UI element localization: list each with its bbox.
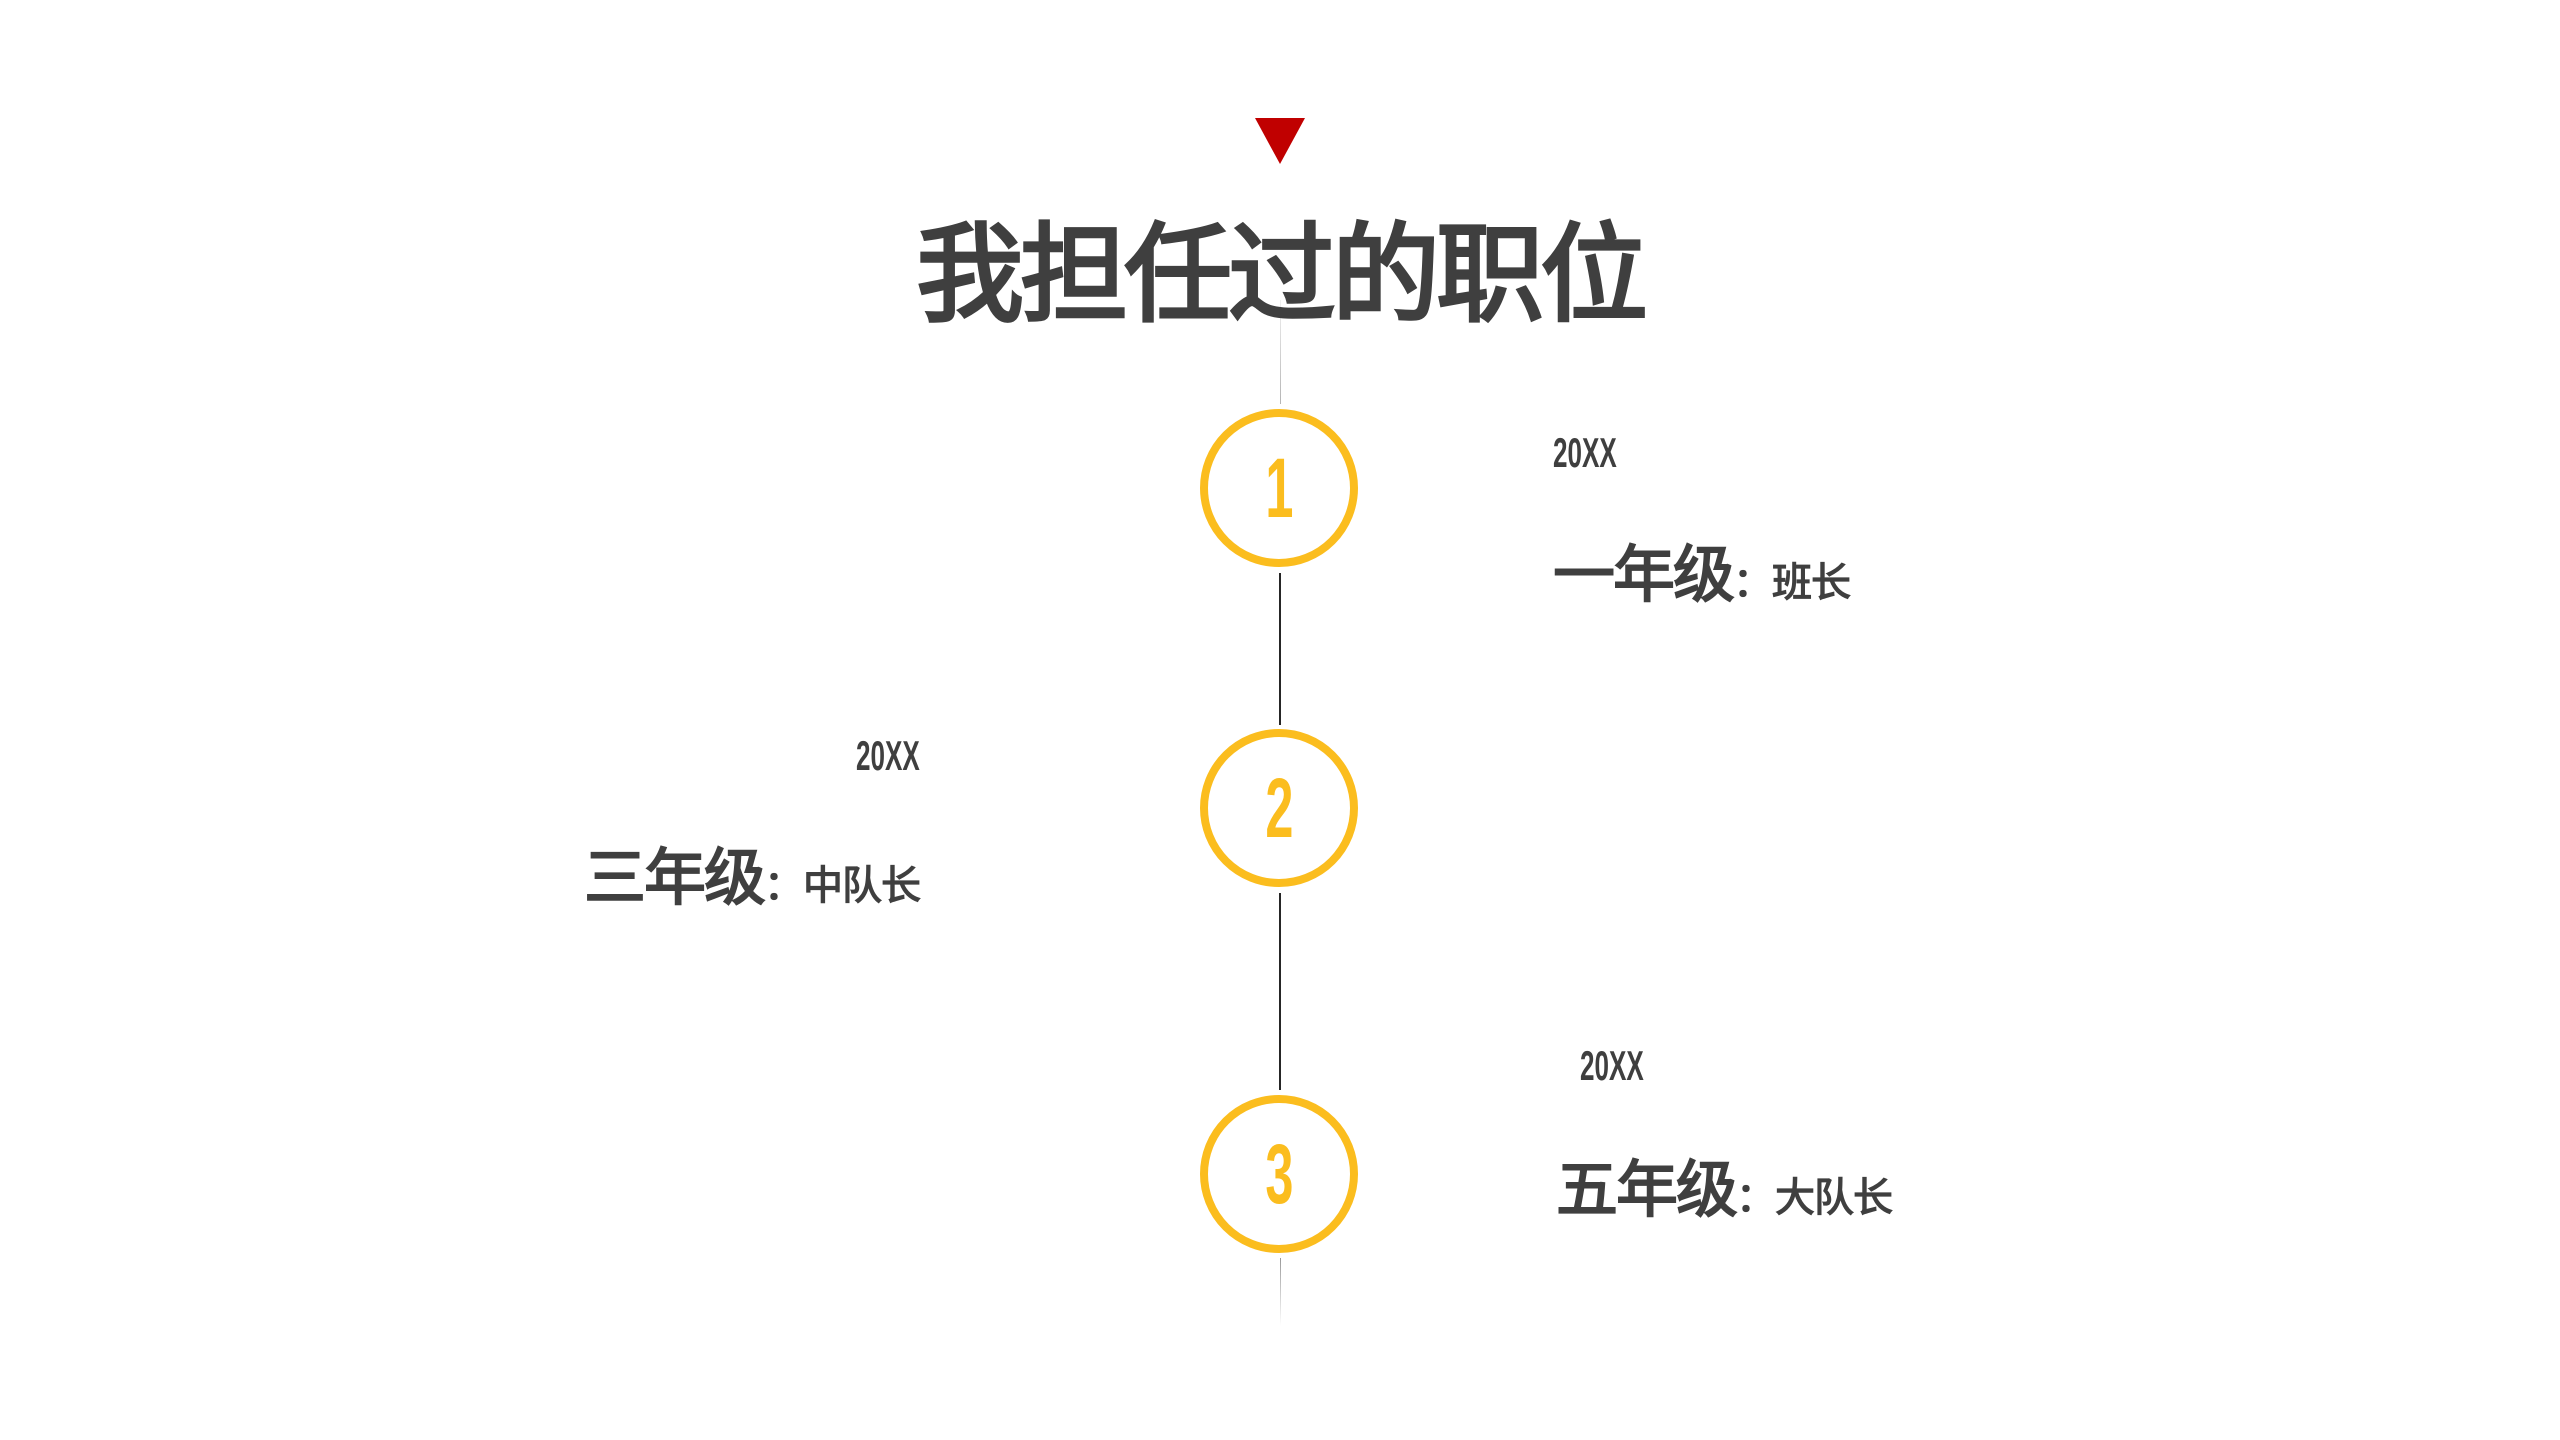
timeline-entry-3: 20XX 五年级：大队长 <box>1556 1042 1893 1221</box>
timeline-node-1: 1 <box>1200 409 1358 567</box>
timeline-line-segment <box>1279 893 1281 1090</box>
entry-year: 20XX <box>1553 429 1617 476</box>
timeline-node-2: 2 <box>1200 729 1358 887</box>
entry-year: 20XX <box>856 732 920 779</box>
timeline-entry-2: 20XX 三年级：中队长 <box>584 732 921 909</box>
timeline-line-segment <box>1279 573 1281 725</box>
page-title: 我担任过的职位 <box>915 213 1648 338</box>
entry-grade: 三年级 <box>583 841 766 914</box>
timeline-line-end <box>1280 1258 1281 1326</box>
entry-year: 20XX <box>1580 1042 1644 1089</box>
timeline-entry-1: 20XX 一年级：班长 <box>1553 429 1851 606</box>
node-number: 2 <box>1264 761 1294 855</box>
entry-role: ：班长 <box>1733 560 1851 606</box>
entry-grade: 五年级 <box>1556 1153 1738 1226</box>
entry-role: ：中队长 <box>764 863 921 909</box>
triangle-marker-icon <box>1255 118 1305 164</box>
entry-grade: 一年级 <box>1553 538 1735 611</box>
node-number: 1 <box>1264 441 1294 535</box>
node-number: 3 <box>1264 1127 1294 1221</box>
timeline-line-top <box>1280 300 1281 404</box>
timeline-node-3: 3 <box>1200 1095 1358 1253</box>
entry-role: ：大队长 <box>1736 1175 1893 1221</box>
